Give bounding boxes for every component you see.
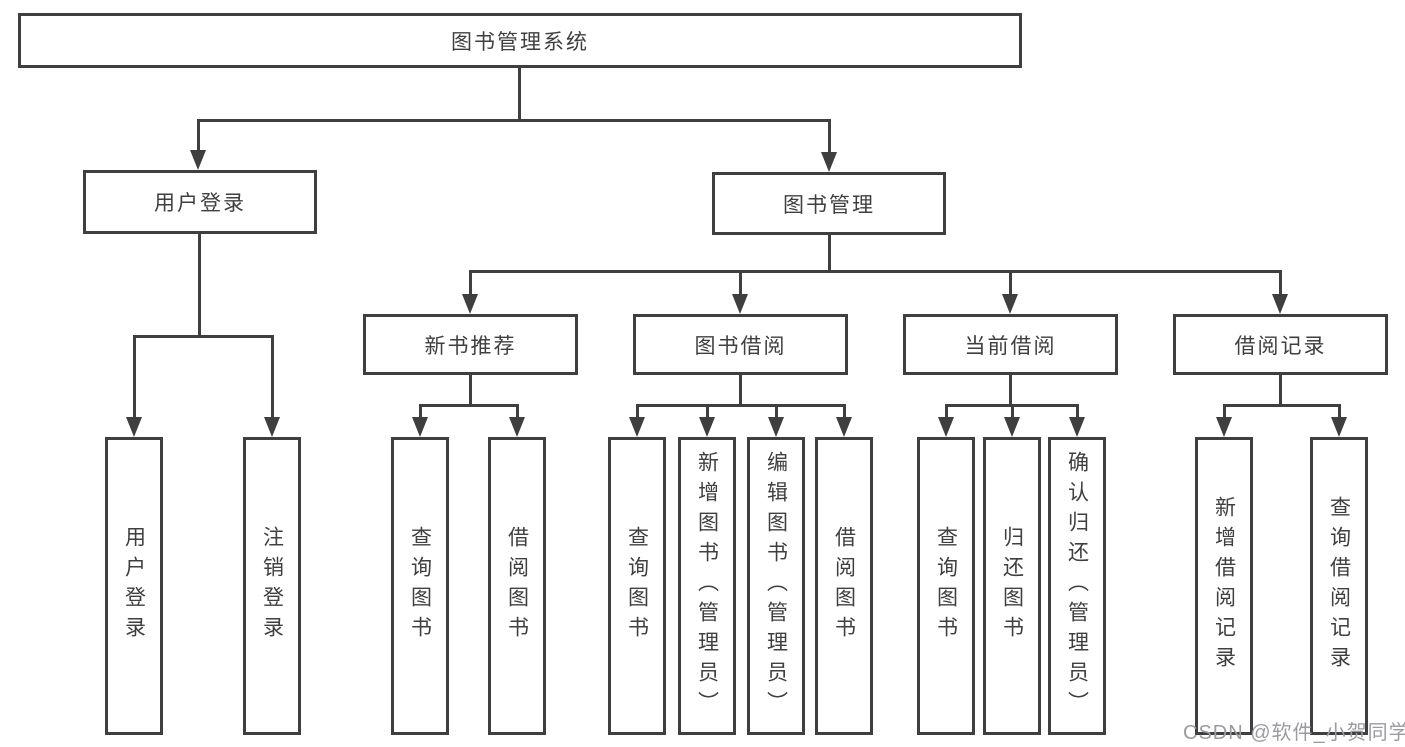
edge-to-new-book-rec	[469, 270, 472, 296]
node-label: 归还图书	[1000, 526, 1024, 646]
edge-to-leaf	[636, 404, 639, 419]
arrow-down-icon	[732, 294, 748, 314]
leaf-borrow-borrow-books: 借阅图书	[815, 437, 873, 735]
node-borrowing-records: 借阅记录	[1173, 314, 1388, 375]
arrow-down-icon	[1331, 417, 1347, 437]
edge-book-management-distributor	[469, 270, 1281, 273]
edge-book-management-stem	[828, 235, 831, 273]
arrow-down-icon	[938, 417, 954, 437]
arrow-down-icon	[699, 417, 715, 437]
arrow-down-icon	[509, 417, 525, 437]
edge-to-leaf	[419, 404, 422, 419]
edge-to-leaf	[516, 404, 519, 419]
node-current-borrowing: 当前借阅	[903, 314, 1118, 375]
leaf-current-query-books: 查询图书	[917, 437, 975, 735]
edge-root-distributor	[197, 119, 831, 122]
node-label: 新书推荐	[424, 334, 517, 358]
node-label: 图书管理系统	[451, 30, 589, 54]
node-label: 注销登录	[260, 526, 284, 646]
node-label: 图书管理	[783, 193, 875, 217]
edge-to-leaf	[706, 404, 709, 419]
arrow-down-icon	[264, 417, 280, 437]
node-label: 借阅图书	[505, 526, 529, 646]
node-label: 当前借阅	[964, 334, 1057, 358]
node-label: 查询借阅记录	[1327, 496, 1351, 676]
arrow-down-icon	[821, 152, 837, 172]
edge-to-leaf-user-login	[133, 335, 136, 419]
leaf-logout: 注销登录	[243, 437, 301, 735]
edge-to-leaf	[1338, 404, 1341, 419]
arrow-down-icon	[126, 417, 142, 437]
arrow-down-icon	[462, 294, 478, 314]
node-label: 借阅记录	[1234, 334, 1327, 358]
edge-to-book-management	[828, 119, 831, 154]
edge-to-leaf	[775, 404, 778, 419]
edge-new-book-rec-distributor	[419, 404, 519, 407]
node-label: 图书借阅	[694, 334, 787, 358]
edge-borrowing-records-distributor	[1223, 404, 1341, 407]
edge-user-login-stem	[198, 234, 201, 338]
leaf-current-confirm-return-admin: 确认归还（管理员）	[1048, 437, 1106, 735]
node-label: 查询图书	[625, 526, 649, 646]
node-user-login: 用户登录	[83, 170, 317, 234]
edge-new-book-rec-stem	[469, 375, 472, 407]
edge-book-borrowing-stem	[739, 375, 742, 407]
edge-to-leaf	[1011, 404, 1014, 419]
leaf-newrec-query-books: 查询图书	[391, 437, 449, 735]
edge-to-current-borrowing	[1009, 270, 1012, 296]
leaf-borrow-query-books: 查询图书	[608, 437, 666, 735]
node-label: 查询图书	[934, 526, 958, 646]
arrow-down-icon	[1069, 417, 1085, 437]
node-new-book-recommendation: 新书推荐	[363, 314, 578, 375]
edge-to-leaf-logout	[271, 335, 274, 419]
leaf-newrec-borrow-books: 借阅图书	[488, 437, 546, 735]
edge-to-book-borrowing	[739, 270, 742, 296]
csdn-watermark: CSDN @软件_小贺同学	[1183, 722, 1405, 744]
edge-current-borrowing-stem	[1009, 375, 1012, 407]
node-label: 查询图书	[408, 526, 432, 646]
node-label: 新增借阅记录	[1212, 496, 1236, 676]
arrow-down-icon	[1002, 294, 1018, 314]
arrow-down-icon	[768, 417, 784, 437]
edge-to-leaf	[1223, 404, 1226, 419]
node-label: 用户登录	[154, 192, 246, 215]
edge-book-borrowing-distributor	[636, 404, 846, 407]
node-label: 新增图书（管理员）	[695, 451, 719, 721]
node-label: 编辑图书（管理员）	[764, 451, 788, 721]
edge-root-stem	[518, 68, 521, 121]
edge-user-login-distributor	[133, 335, 273, 338]
leaf-user-login: 用户登录	[105, 437, 163, 735]
node-label: 确认归还（管理员）	[1065, 451, 1089, 721]
leaf-borrow-add-book-admin: 新增图书（管理员）	[678, 437, 736, 735]
node-label: 用户登录	[122, 526, 146, 646]
edge-to-borrowing-records	[1279, 270, 1282, 296]
node-library-management-system: 图书管理系统	[18, 13, 1022, 68]
arrow-down-icon	[1272, 294, 1288, 314]
edge-to-user-login	[197, 119, 200, 152]
edge-to-leaf	[1076, 404, 1079, 419]
node-book-borrowing: 图书借阅	[633, 314, 848, 375]
arrow-down-icon	[836, 417, 852, 437]
node-label: 借阅图书	[832, 526, 856, 646]
leaf-borrow-edit-book-admin: 编辑图书（管理员）	[747, 437, 805, 735]
edge-to-leaf	[945, 404, 948, 419]
arrow-down-icon	[629, 417, 645, 437]
leaf-records-add-borrow-record: 新增借阅记录	[1195, 437, 1253, 735]
arrow-down-icon	[1216, 417, 1232, 437]
leaf-current-return-books: 归还图书	[983, 437, 1041, 735]
arrow-down-icon	[190, 150, 206, 170]
edge-to-leaf	[843, 404, 846, 419]
leaf-records-query-borrow-record: 查询借阅记录	[1310, 437, 1368, 735]
edge-borrowing-records-stem	[1279, 375, 1282, 407]
arrow-down-icon	[412, 417, 428, 437]
arrow-down-icon	[1004, 417, 1020, 437]
node-book-management: 图书管理	[712, 172, 946, 235]
